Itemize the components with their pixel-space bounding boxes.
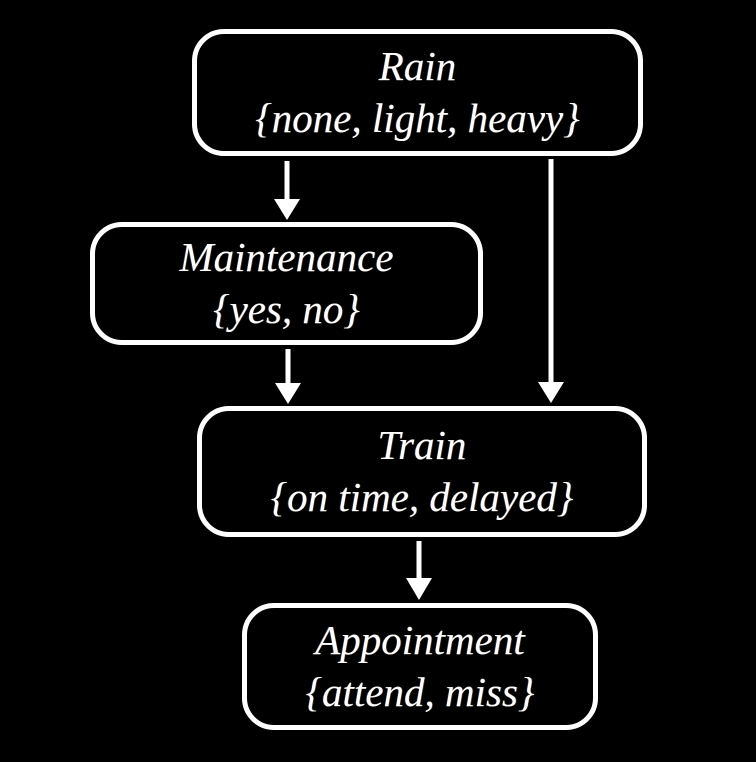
node-rain-label: Rain <box>378 42 457 89</box>
node-train: Train {on time, delayed} <box>197 406 647 537</box>
edge-train-appointment-arrow <box>406 541 432 600</box>
node-maintenance-domain: {yes, no} <box>213 285 360 332</box>
edge-rain-train-arrow <box>538 159 564 403</box>
node-train-domain: {on time, delayed} <box>270 473 574 520</box>
edge-maintenance-train-arrow <box>275 349 301 404</box>
node-appointment-label: Appointment <box>315 616 525 663</box>
node-appointment: Appointment {attend, miss} <box>242 603 598 730</box>
node-maintenance: Maintenance {yes, no} <box>90 222 483 345</box>
edge-rain-maintenance-arrow <box>274 161 300 220</box>
node-rain: Rain {none, light, heavy} <box>192 29 643 156</box>
node-rain-domain: {none, light, heavy} <box>255 94 580 141</box>
node-appointment-domain: {attend, miss} <box>305 668 535 715</box>
node-maintenance-label: Maintenance <box>179 233 394 280</box>
node-train-label: Train <box>377 421 467 468</box>
